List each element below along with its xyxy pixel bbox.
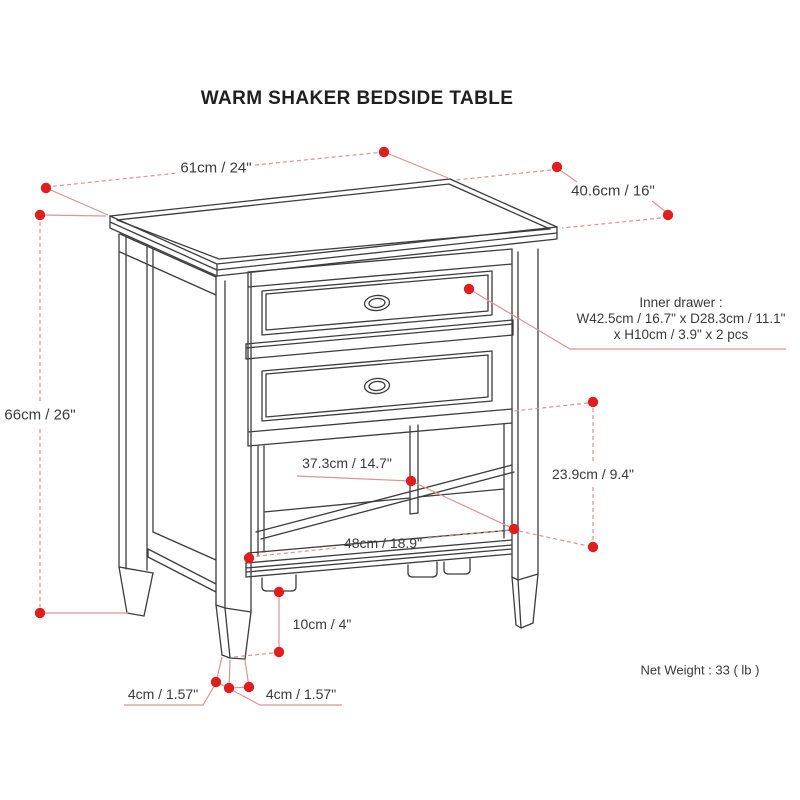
dimension-label-height: 66cm / 26" [4,406,76,424]
inner-drawer-line-3: x H10cm / 3.9" x 2 pcs [613,327,749,342]
dimension-height-66cm [34,209,128,619]
drawer-bottom [261,350,493,422]
dimension-dot [273,586,285,598]
dimension-dot [508,523,520,535]
dimension-dot [243,681,255,693]
dimension-dot [662,209,674,221]
open-shelf-compartment [247,423,515,557]
dimension-dot [243,552,255,564]
dimension-dot [587,541,599,553]
tabletop [109,178,558,277]
dimension-dot [210,676,222,688]
dimension-label-bottom-rail-height: 10cm / 4" [292,616,352,632]
rear-left-leg [118,233,154,617]
dimension-label-shelf-opening-height: 23.9cm / 9.4" [551,466,635,482]
front-leg [215,271,252,660]
dimension-label-width: 61cm / 24" [180,159,252,177]
dimension-dot [463,283,475,295]
dimension-dot [551,161,563,173]
dimension-dot [273,646,285,658]
right-leg [511,248,539,629]
dimension-shelf-interior-width [296,475,515,530]
inner-drawer-line-2: W42.5cm / 16.7" x D28.3cm / 11.1" [576,311,786,326]
drawer-pull [363,294,391,312]
dimension-width-61cm [40,146,449,216]
dimension-label-shelf-interior-width: 37.3cm / 14.7" [302,455,392,471]
dimension-dot [40,182,52,194]
dimension-dot [587,396,599,408]
inner-drawer-line-1: Inner drawer : [639,295,723,310]
dimension-bottom-rail-height [233,586,285,658]
dimension-shelf-width-48cm [243,523,520,564]
dimension-shelf-opening-height [513,396,599,553]
dimension-label-depth: 40.6cm / 16" [571,182,655,200]
dimension-label-inner-drawer: Inner drawer : W42.5cm / 16.7" x D28.3cm… [577,295,786,343]
dimension-label-foot-depth: 4cm / 1.57" [127,686,199,702]
dimension-dot [378,146,390,158]
dimension-dot [34,209,46,221]
dimension-label-shelf-width: 48cm / 18.9" [343,535,423,551]
dimension-label-foot-width: 4cm / 1.57" [265,686,337,702]
page-title: WARM SHAKER BEDSIDE TABLE [200,88,514,109]
drawer-face [245,248,514,578]
dimension-dot [34,607,46,619]
net-weight-label: Net Weight : 33 ( lb ) [640,662,760,678]
dimension-foot-size [124,656,342,706]
side-panel [119,233,217,593]
dimension-dot [223,682,235,694]
dimension-depth-40cm [455,161,674,229]
dimension-dot [405,475,417,487]
drawer-pull [363,377,391,395]
mid-rail [245,319,514,360]
drawer-top [261,270,493,336]
dimension-inner-drawer [463,283,786,350]
